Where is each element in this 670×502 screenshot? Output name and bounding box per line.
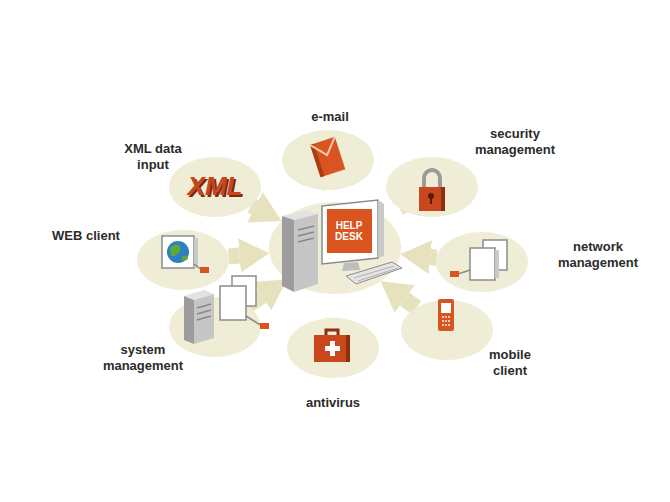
keyboard: [346, 262, 402, 284]
text-holder: security management: [465, 126, 565, 158]
screen-text: HELP DESK: [328, 220, 370, 242]
monitor-front: [220, 286, 246, 320]
tower-front: [294, 214, 318, 292]
monitor-side: [378, 200, 384, 258]
case-body: [314, 335, 350, 362]
system-server-icon: [184, 276, 269, 344]
padlock-icon: [419, 170, 445, 211]
text-holder: e-mail: [290, 109, 370, 125]
monitor-stand: [342, 262, 360, 271]
source-label: WEB client: [36, 228, 136, 244]
phone-keys: [442, 317, 450, 325]
red-cross: [325, 341, 340, 356]
padlock-body: [419, 187, 445, 211]
phone-body: [438, 299, 454, 331]
plug: [200, 267, 209, 273]
text-holder: system management: [93, 342, 193, 374]
padlock-shackle: [424, 170, 440, 188]
phone-screen: [441, 303, 451, 313]
network-monitors-icon: [450, 240, 507, 280]
tower-side: [282, 216, 294, 292]
xml-icon-text: XML: [172, 171, 258, 201]
source-label: security management: [465, 126, 565, 158]
keyhole-slot: [430, 197, 432, 204]
help-desk-computer: [282, 200, 402, 292]
mobile-phone-icon: [438, 299, 454, 331]
source-circle: XML data inputXML: [169, 157, 261, 217]
envelope-icon: [310, 137, 345, 177]
monitor-side: [194, 238, 198, 268]
case-handle: [326, 330, 338, 335]
text-holder: network management: [548, 239, 648, 271]
keyboard-keys: [354, 266, 398, 281]
text-holder: XML: [172, 171, 258, 201]
plug: [260, 323, 269, 329]
globe-land: [170, 244, 188, 260]
first-aid-icon: [314, 330, 350, 362]
source-label: mobile client: [480, 347, 540, 379]
monitor-frame: [322, 200, 378, 264]
text-holder: HELP DESK: [328, 220, 370, 242]
web-monitor-icon: [162, 236, 209, 273]
monitor-frame: [162, 236, 194, 268]
text-holder: XML data input: [113, 141, 193, 173]
server-front: [194, 294, 214, 344]
text-holder: mobile client: [480, 347, 540, 379]
monitor-screen: [327, 209, 372, 253]
case-side: [346, 335, 350, 362]
source-label: e-mail: [290, 109, 370, 125]
globe: [167, 241, 189, 263]
text-holder: antivirus: [283, 395, 383, 411]
text-holder: WEB client: [36, 228, 136, 244]
monitor-front: [470, 248, 495, 280]
flow-arrow: [229, 248, 240, 265]
envelope-body: [310, 137, 345, 177]
source-label: XML data input: [113, 141, 193, 173]
envelope-flap: [310, 137, 339, 159]
cable: [246, 316, 262, 326]
flow-arrow: [405, 299, 417, 308]
source-label: antivirus: [283, 395, 383, 411]
source-label: system management: [93, 342, 193, 374]
server-side: [184, 296, 194, 344]
flow-arrow: [251, 205, 255, 207]
padlock-side: [441, 187, 445, 211]
monitor-side: [495, 250, 499, 278]
source-label: network management: [548, 239, 648, 271]
plug: [450, 271, 459, 277]
drive-slots: [298, 226, 314, 242]
cable: [458, 270, 470, 274]
server-slots: [197, 304, 211, 320]
